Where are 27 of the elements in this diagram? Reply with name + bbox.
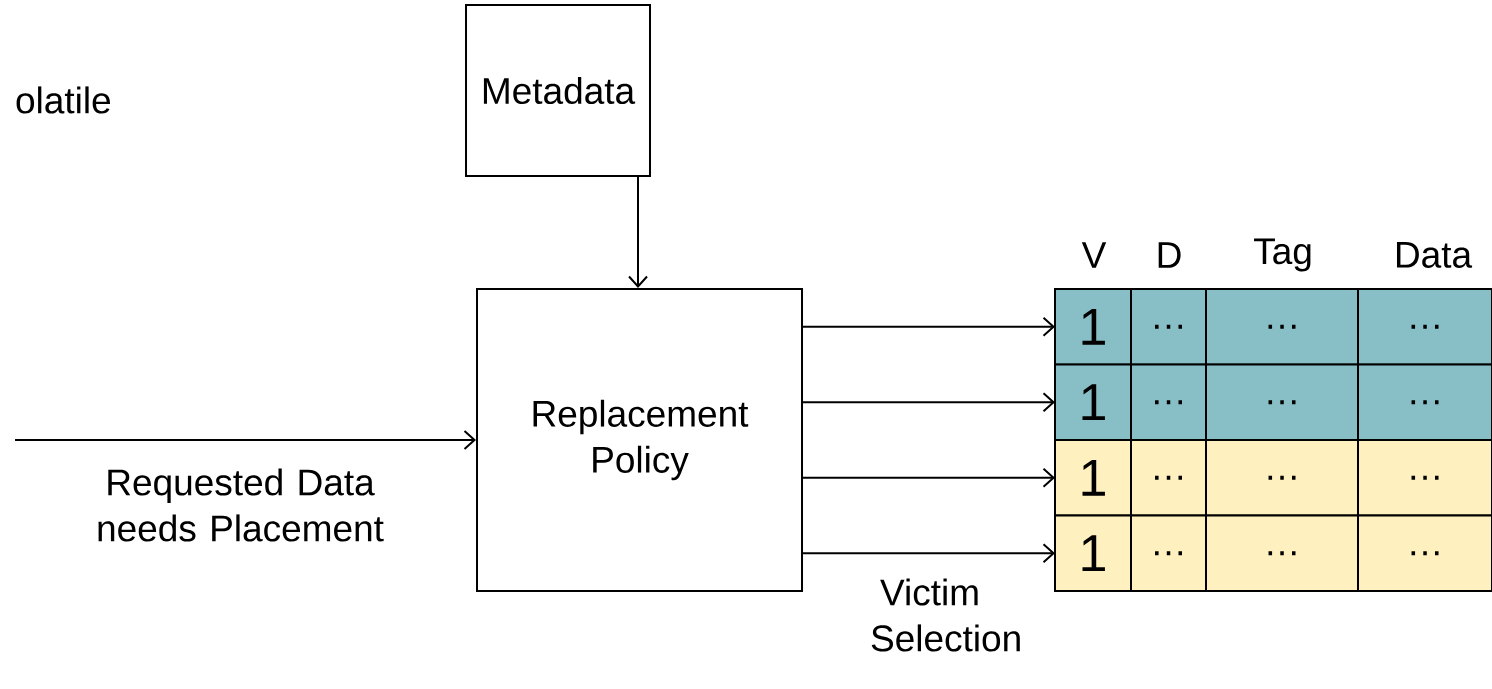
column-header: Tag	[1254, 238, 1311, 272]
arrow	[802, 316, 1055, 337]
node-label: 1	[1082, 459, 1105, 496]
edge-label: Requested Data needs Placement	[98, 468, 384, 542]
table-row: 1 … … …	[1054, 439, 1492, 517]
table-row: 1 … … …	[1054, 288, 1492, 366]
policy-box: Replacement Policy	[476, 288, 803, 592]
column-header: V	[1081, 242, 1107, 268]
node-label: …	[1155, 324, 1183, 329]
column-header: Data	[1397, 242, 1473, 268]
text: olatile	[16, 86, 110, 114]
table-row: 1 … … …	[1054, 363, 1492, 441]
metadata-box: Metadata	[465, 4, 651, 177]
node-label: …	[1155, 475, 1183, 480]
text: Victim Selection	[871, 578, 1020, 652]
arrow	[14, 430, 476, 450]
node-label: …	[1411, 324, 1439, 329]
node-label: …	[1268, 475, 1296, 480]
arrow	[802, 467, 1055, 488]
node-label: …	[1268, 324, 1296, 329]
node-label: …	[1411, 475, 1439, 480]
table-row: 1 … … …	[1054, 514, 1492, 592]
arrow	[802, 543, 1055, 564]
node-label: 1	[1082, 308, 1105, 345]
column-header: D	[1158, 242, 1181, 268]
arrow	[628, 176, 648, 288]
arrow	[802, 392, 1055, 413]
